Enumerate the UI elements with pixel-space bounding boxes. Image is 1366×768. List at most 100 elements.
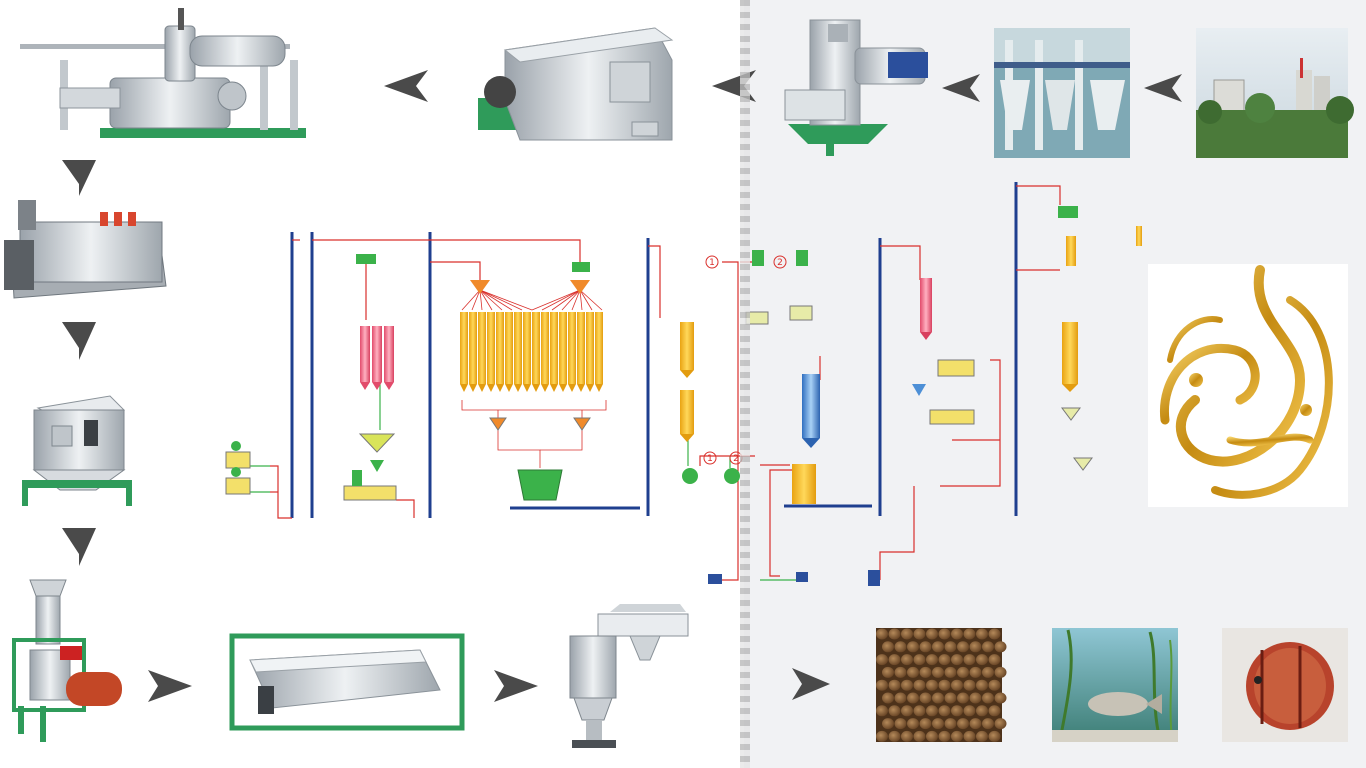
fish-tank-photo: [1052, 628, 1178, 742]
pellet: [913, 705, 926, 717]
batching-bin-cone: [568, 384, 576, 392]
pulverizer-icon: [784, 19, 928, 156]
pellet: [988, 679, 1001, 691]
batching-bin-cone: [496, 384, 504, 392]
screener-icon: [229, 633, 465, 731]
batching-bin-cone: [487, 384, 495, 392]
svg-text:2: 2: [777, 258, 783, 268]
pellet: [963, 730, 976, 742]
batching-bin-cone: [595, 384, 603, 392]
pellet: [976, 628, 988, 640]
pellet: [926, 679, 938, 691]
packing-scale-icon: [569, 604, 689, 748]
logo-icon: [1148, 264, 1348, 507]
pellet: [926, 628, 938, 640]
arrow-down-icon: [62, 528, 96, 566]
pellet: [876, 628, 888, 640]
pellet: [963, 628, 976, 640]
pellet: [919, 641, 932, 653]
pellet: [932, 666, 944, 678]
arrow-down-icon: [62, 322, 96, 360]
pellet: [919, 666, 932, 678]
pellet: [876, 679, 888, 691]
pellet: [913, 654, 926, 666]
batching-bin-cone: [514, 384, 522, 392]
batching-bin: [595, 312, 603, 384]
batching-bin: [496, 312, 504, 384]
pellet: [982, 718, 994, 730]
crumbler-icon: [12, 579, 122, 742]
batching-bin: [505, 312, 513, 384]
batching-bin: [586, 312, 594, 384]
batching-bin: [469, 312, 477, 384]
pellet: [994, 692, 1007, 704]
batching-bin-cone: [559, 384, 567, 392]
pellet: [944, 666, 957, 678]
pellet: [963, 654, 976, 666]
batching-bin: [523, 312, 531, 384]
pellet: [982, 641, 994, 653]
pellet: [907, 692, 919, 704]
batching-bin-cone: [505, 384, 513, 392]
pellet: [882, 666, 894, 678]
pellet: [901, 679, 913, 691]
pellet: [944, 641, 957, 653]
pink-silos: [343, 326, 397, 501]
pellet: [932, 718, 944, 730]
pellet: [894, 692, 907, 704]
batching-bin-cone: [577, 384, 585, 392]
cooler-icon: [22, 395, 132, 506]
pellet: [882, 641, 894, 653]
pellet: [901, 705, 913, 717]
pellet: [994, 666, 1007, 678]
arrow-right-icon: [494, 670, 538, 702]
batching-bin-cone: [541, 384, 549, 392]
pellet: [951, 679, 963, 691]
batching-bin: [478, 312, 486, 384]
batching-bin-cone: [460, 384, 468, 392]
pellet: [969, 641, 982, 653]
pellet: [913, 730, 926, 742]
pellet: [944, 718, 957, 730]
pumps-and-small-parts: [225, 206, 1093, 586]
batching-bin: [460, 312, 468, 384]
batching-bin: [559, 312, 567, 384]
pellet: [988, 628, 1001, 640]
pellet: [963, 679, 976, 691]
extruder-icon: [20, 8, 306, 138]
pellet: [951, 654, 963, 666]
pellet: [907, 641, 919, 653]
pellet: [926, 705, 938, 717]
batching-bin: [514, 312, 522, 384]
batching-bin: [487, 312, 495, 384]
svg-text:1: 1: [709, 258, 715, 268]
pellet: [982, 666, 994, 678]
pellet: [932, 692, 944, 704]
pellet: [988, 705, 1001, 717]
batching-bin: [550, 312, 558, 384]
book-spine: [740, 0, 750, 768]
arrow-right-icon: [148, 670, 192, 702]
pellet: [894, 718, 907, 730]
pellet: [888, 730, 901, 742]
pellet: [938, 730, 951, 742]
pellet: [926, 730, 938, 742]
pellet: [926, 654, 938, 666]
pellet: [882, 692, 894, 704]
pellet: [919, 692, 932, 704]
batching-bin: [568, 312, 576, 384]
pellet: [907, 666, 919, 678]
pellet: [957, 641, 969, 653]
discus-fish-photo: [1222, 628, 1348, 742]
pellet: [932, 641, 944, 653]
pellet: [963, 705, 976, 717]
pellet: [944, 692, 957, 704]
pellet: [994, 641, 1007, 653]
vertical-yellow-bins: [680, 226, 1142, 442]
step-markers: 1 2 1 2: [703, 255, 787, 465]
svg-text:2: 2: [733, 454, 739, 464]
batching-bin: [577, 312, 585, 384]
pellet: [876, 705, 888, 717]
pellet: [969, 718, 982, 730]
mixer-icon: [478, 27, 674, 141]
